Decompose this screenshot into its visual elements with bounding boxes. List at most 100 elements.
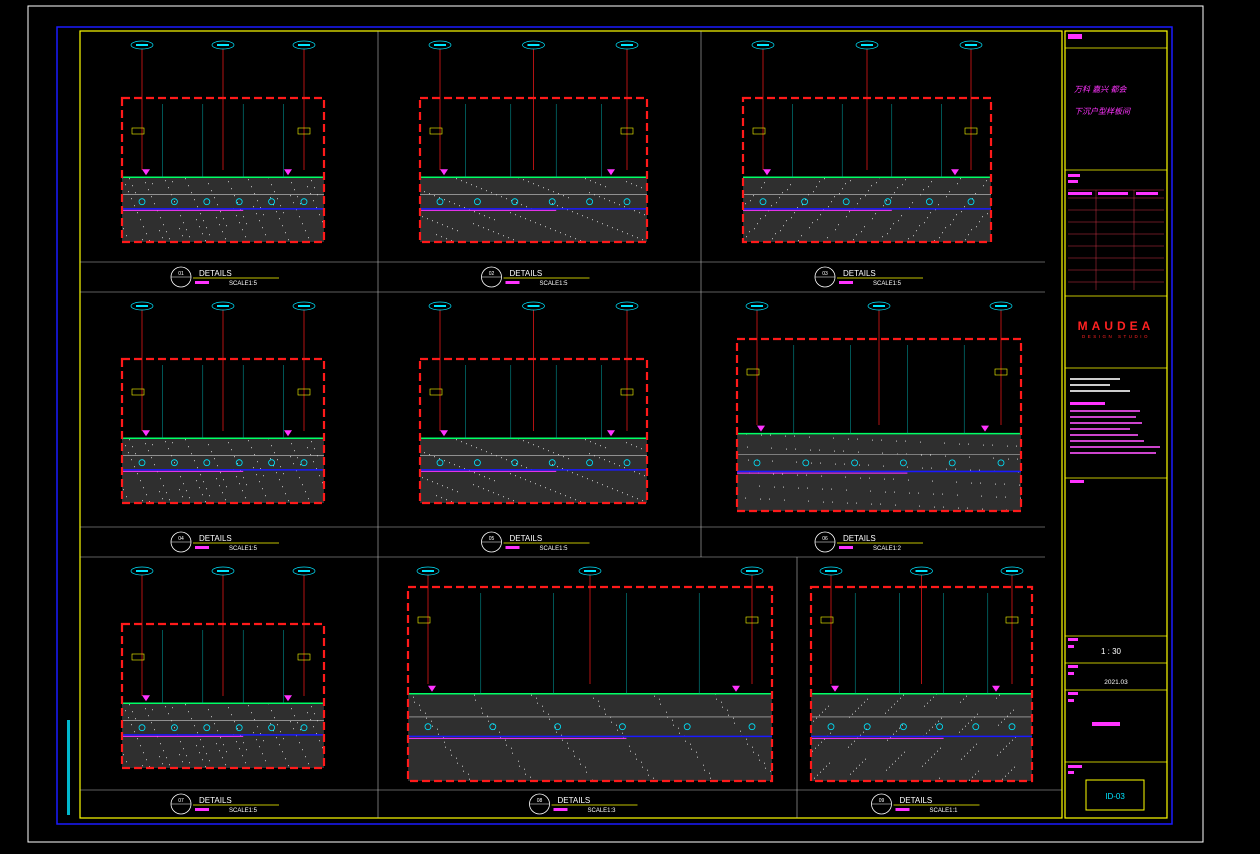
aggregate-dot [609, 200, 610, 202]
aggregate-dot [145, 708, 146, 710]
aggregate-dot [946, 468, 947, 470]
aggregate-dot [806, 474, 807, 476]
aggregate-dot [132, 446, 133, 448]
aggregate-dot [972, 776, 973, 778]
heating-pipe [997, 459, 1005, 467]
aggregate-dot [483, 488, 484, 490]
aggregate-dot [257, 200, 258, 202]
aggregate-dot [644, 475, 645, 477]
aggregate-dot [148, 450, 149, 452]
aggregate-dot [271, 710, 272, 712]
aggregate-dot [234, 195, 235, 197]
aggregate-dot [1006, 745, 1007, 747]
aggregate-dot [834, 196, 835, 198]
aggregate-dot [299, 216, 300, 218]
aggregate-dot [520, 216, 521, 218]
aggregate-dot [881, 439, 882, 441]
aggregate-dot [1008, 772, 1009, 774]
drawing-scale: 1 : 30 [1101, 647, 1122, 656]
aggregate-dot [859, 464, 860, 466]
aggregate-dot [277, 459, 278, 461]
aggregate-dot [479, 213, 480, 215]
material-tag-text [422, 570, 434, 572]
material-tag [416, 566, 440, 576]
aggregate-dot [1005, 775, 1006, 777]
aggregate-dot [545, 487, 546, 489]
aggregate-dot [516, 463, 517, 465]
heating-pipe [268, 198, 276, 206]
aggregate-dot [818, 744, 819, 746]
aggregate-dot [253, 206, 254, 208]
aggregate-dot [716, 698, 717, 700]
aggregate-dot [209, 495, 210, 497]
aggregate-dot [787, 189, 788, 191]
aggregate-dot [987, 213, 988, 215]
aggregate-dot [299, 477, 300, 479]
aggregate-dot [945, 227, 946, 229]
aggregate-dot [282, 751, 283, 753]
aggregate-dot [183, 222, 184, 224]
aggregate-dot [666, 711, 667, 713]
material-tag-text [746, 570, 758, 572]
room-label-box [297, 388, 311, 396]
aggregate-dot [859, 764, 860, 766]
aggregate-dot [822, 711, 823, 713]
aggregate-dot [169, 238, 170, 240]
aggregate-dot [293, 202, 294, 204]
aggregate-dot [955, 468, 956, 470]
aggregate-dot [824, 738, 825, 740]
heating-pipe [863, 723, 871, 731]
aggregate-dot [819, 449, 820, 451]
aggregate-dot [1012, 739, 1013, 741]
aggregate-dot [521, 204, 522, 206]
aggregate-dot [582, 215, 583, 217]
aggregate-dot [159, 756, 160, 758]
aggregate-dot [466, 443, 467, 445]
heating-pipe [473, 198, 481, 206]
aggregate-dot [253, 732, 254, 734]
material-tag [211, 301, 235, 311]
material-tag [745, 301, 769, 311]
aggregate-dot [807, 487, 808, 489]
aggregate-dot [279, 218, 280, 220]
aggregate-dot [530, 481, 531, 483]
material-tag-text [757, 44, 769, 46]
room-label-box [429, 127, 443, 135]
aggregate-dot [217, 465, 218, 467]
aggregate-dot [528, 442, 529, 444]
aggregate-dot [980, 482, 981, 484]
aggregate-dot [434, 456, 435, 458]
aggregate-dot [905, 440, 906, 442]
aggregate-dot [567, 209, 568, 211]
aggregate-dot [567, 742, 568, 744]
aggregate-dot [208, 444, 209, 446]
aggregate-dot [759, 759, 760, 761]
aggregate-dot [1001, 721, 1002, 723]
aggregate-dot [761, 187, 762, 189]
aggregate-dot [206, 488, 207, 490]
aggregate-dot [1007, 715, 1008, 717]
aggregate-dot [893, 478, 894, 480]
aggregate-dot [256, 739, 257, 741]
aggregate-dot [149, 501, 150, 503]
aggregate-dot [240, 735, 241, 737]
detail-subtitle [839, 546, 853, 549]
aggregate-dot [960, 178, 961, 180]
aggregate-dot [868, 190, 869, 192]
aggregate-dot [205, 240, 206, 242]
aggregate-dot [503, 235, 504, 237]
aggregate-dot [644, 214, 645, 216]
material-tag [130, 40, 154, 50]
aggregate-dot [597, 221, 598, 223]
room-label-box [1005, 616, 1019, 624]
aggregate-dot [131, 724, 132, 726]
detail-number: 04 [178, 536, 184, 542]
aggregate-dot [585, 766, 586, 768]
material-tag-text [861, 44, 873, 46]
aggregate-dot [765, 215, 766, 217]
aggregate-dot [996, 496, 997, 498]
aggregate-dot [265, 760, 266, 762]
aggregate-dot [893, 223, 894, 225]
